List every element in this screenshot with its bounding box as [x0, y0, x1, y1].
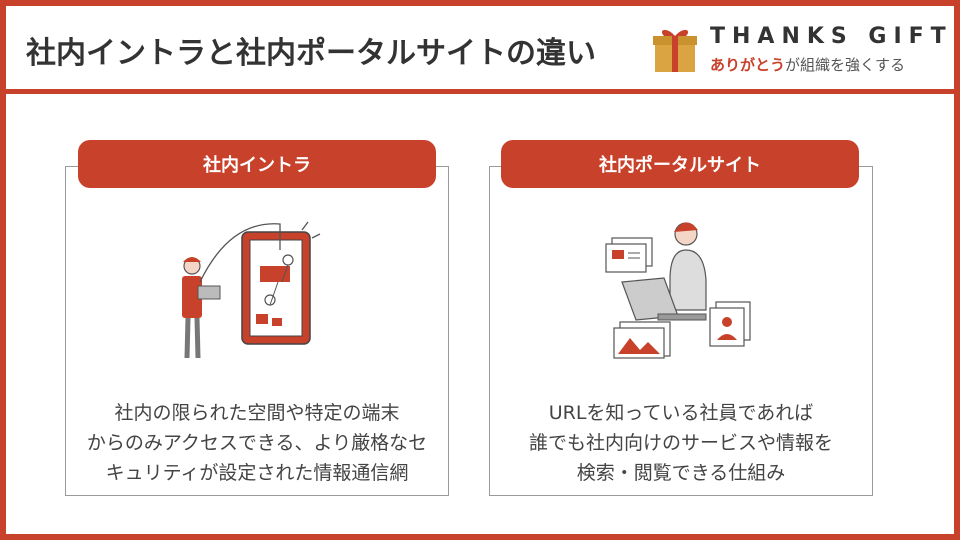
logo-tagline-accent: ありがとう — [710, 56, 786, 74]
portal-description-line: 検索・閲覧できる仕組み — [576, 462, 786, 484]
portal-description-line: URLを知っている社員であれば — [548, 402, 814, 424]
logo-tagline-rest: が組織を強くする — [785, 56, 906, 74]
intranet-illustration-icon — [182, 221, 321, 359]
intranet-description-line: からのみアクセスできる、より厳格なセ — [86, 432, 428, 454]
portal-description-line: 誰でも社内向けのサービスや情報を — [528, 432, 833, 454]
portal-description: URLを知っている社員であれば 誰でも社内向けのサービスや情報を 検索・閲覧でき… — [489, 398, 873, 488]
intranet-description-line: 社内の限られた空間や特定の端末 — [114, 402, 400, 424]
intranet-card-heading: 社内イントラ — [78, 140, 436, 188]
portal-card-heading: 社内ポータルサイト — [501, 140, 859, 188]
logo-tagline: ありがとうが組織を強くする — [710, 54, 905, 75]
portal-card — [489, 166, 873, 496]
gift-box-icon — [653, 29, 697, 72]
header: 社内イントラと社内ポータルサイトの違い THANKS GIFT ありがとうが組織… — [6, 6, 954, 94]
portal-illustration-icon — [605, 222, 751, 359]
intranet-description: 社内の限られた空間や特定の端末 からのみアクセスできる、より厳格なセ キュリティ… — [65, 398, 449, 488]
thanks-gift-logo: THANKS GIFT ありがとうが組織を強くする — [646, 20, 946, 80]
page-title: 社内イントラと社内ポータルサイトの違い — [26, 36, 596, 71]
logo-brand-text: THANKS GIFT — [710, 24, 953, 49]
intranet-description-line: キュリティが設定された情報通信網 — [105, 462, 409, 484]
